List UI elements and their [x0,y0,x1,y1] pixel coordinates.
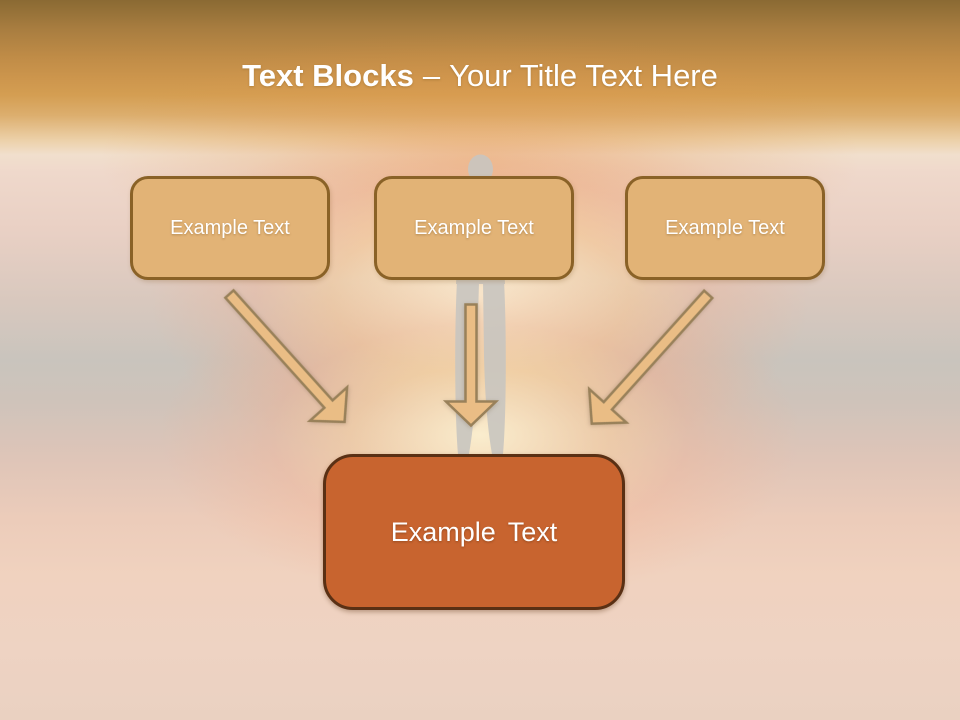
text-block-3[interactable]: Example Text [625,176,825,280]
title-separator: – [422,58,441,93]
down-right-arrow-icon[interactable] [211,277,363,438]
down-arrow-icon[interactable] [442,303,500,428]
silhouette-right-leg [483,280,506,454]
slide-title[interactable]: Text Blocks–Your Title Text Here [0,54,960,98]
title-bold-text: Text Blocks [242,58,414,93]
text-block-2[interactable]: Example Text [374,176,574,280]
title-regular-text: Your Title Text Here [449,58,718,93]
center-text-block[interactable]: Example Text [323,454,625,610]
text-block-3-label: Example Text [665,216,785,239]
text-block-2-label: Example Text [414,216,534,239]
down-left-arrow-icon[interactable] [573,278,727,441]
center-text-block-label: Example Text [390,516,558,547]
text-block-1[interactable]: Example Text [130,176,330,280]
text-block-1-label: Example Text [170,216,290,239]
